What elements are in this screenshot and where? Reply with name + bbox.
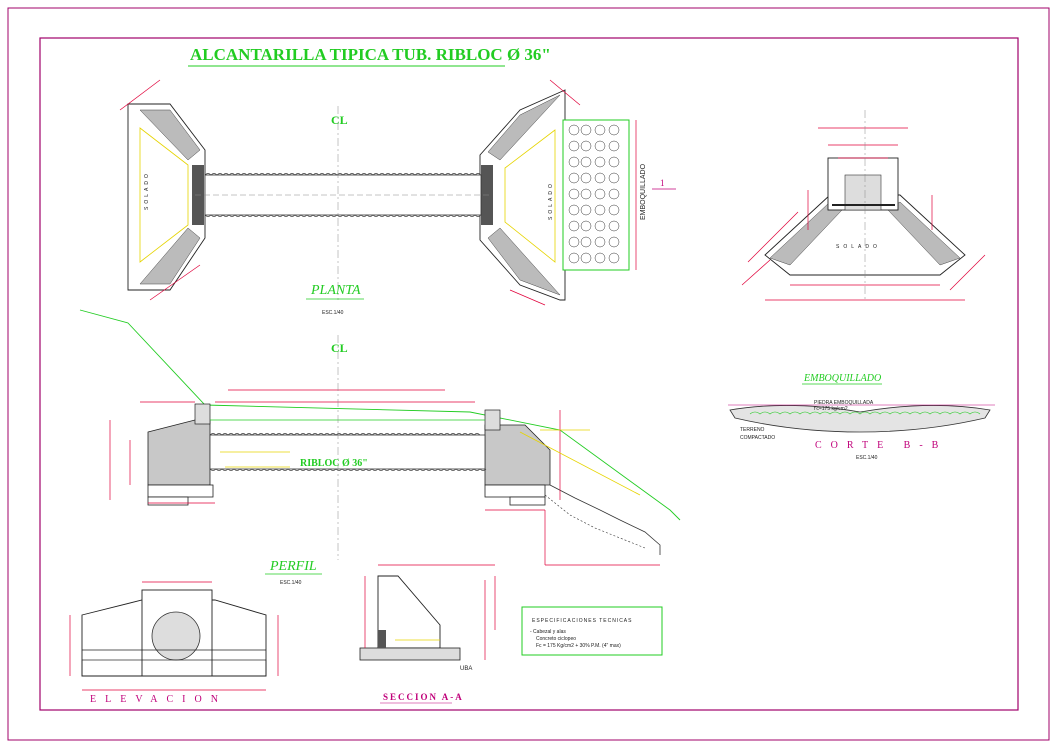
seccion-aa-wall xyxy=(377,575,441,649)
inner-border xyxy=(39,37,1019,711)
perfil-right-footing xyxy=(484,484,546,498)
perfil-scale: ESC.1/40 xyxy=(280,580,302,586)
perfil-pipe-corrugation xyxy=(209,433,481,436)
corte-bb-label: CORTE B-B xyxy=(815,440,947,451)
front-dimensions xyxy=(741,127,986,301)
perfil-left-footing xyxy=(147,484,214,498)
planta-right-solado xyxy=(504,129,556,263)
perfil-annotations xyxy=(220,429,641,496)
specs-heading: ESPECIFICACIONES TECNICAS xyxy=(532,618,632,624)
specs-line2: Concreto ciclopeo xyxy=(536,636,576,642)
perfil-terrain xyxy=(79,309,681,521)
planta-dimensions xyxy=(119,79,581,306)
planta-stone-pattern xyxy=(568,124,620,264)
planta-emboquillado-label: EMBOQUILLADO xyxy=(640,163,647,220)
emboquillado-piedra-label: PIEDRA EMBOQUILLADA xyxy=(814,400,874,406)
seccion-aa-label: SECCION A-A xyxy=(383,692,464,702)
perfil-left-wall xyxy=(147,419,211,486)
planta-scale: ESC.1/40 xyxy=(322,310,344,316)
outer-border xyxy=(7,7,1050,741)
perfil-ribloc-label: RIBLOC Ø 36" xyxy=(300,458,368,469)
perfil-view: RIBLOC Ø 36" CL PERFIL ESC.1/40 xyxy=(79,309,681,586)
planta-left-solado xyxy=(139,127,189,263)
elevacion-pipe xyxy=(151,611,201,661)
elevacion-dimensions xyxy=(69,581,279,691)
perfil-centerline: CL xyxy=(331,341,348,355)
specs-box: ESPECIFICACIONES TECNICAS - Cabezal y al… xyxy=(521,606,663,656)
seccion-aa-uba: UBA xyxy=(460,666,472,672)
planta-view: EMBOQUILLADO 1 SOLADO SOLADO CL PLANTA E… xyxy=(119,79,676,316)
perfil-dimensions xyxy=(109,389,660,566)
emboquillado-terreno-label: TERRENO xyxy=(740,427,765,433)
planta-left-solado-label: SOLADO xyxy=(144,171,150,210)
elevacion-label: ELEVACION xyxy=(90,694,227,705)
planta-pipe-corrugation-bottom xyxy=(204,214,482,217)
planta-right-solado-label: SOLADO xyxy=(548,181,554,220)
drawing-title: ALCANTARILLA TIPICA TUB. RIBLOC Ø 36" xyxy=(190,45,551,64)
perfil-right-wall xyxy=(484,424,551,486)
emboquillado-view: EMBOQUILLADO PIEDRA EMBOQUILLADA f'c=175… xyxy=(728,373,995,461)
emboquillado-label: EMBOQUILLADO xyxy=(803,373,881,384)
planta-left-wing-top xyxy=(139,109,201,161)
planta-pipe-corrugation-top xyxy=(204,173,482,176)
perfil-left-footing2 xyxy=(147,496,189,506)
emboquillado-stone-section xyxy=(729,405,991,433)
emboquillado-fc-label: f'c=175 kg/cm2 xyxy=(814,406,848,412)
specs-line3: Fc = 175 Kg/cm2 + 30% P.M. (4" max) xyxy=(536,643,621,649)
section-marker: 1 xyxy=(660,178,665,188)
seccion-aa-dimensions xyxy=(364,564,496,660)
perfil-label: PERFIL xyxy=(269,559,317,574)
planta-right-wing-bottom xyxy=(487,227,561,296)
planta-centerline: CL xyxy=(331,113,348,127)
front-solado-label: SOLADO xyxy=(836,244,881,250)
planta-left-wing-bottom xyxy=(139,227,201,285)
elevacion-view: ELEVACION xyxy=(69,581,279,705)
front-view: SOLADO xyxy=(741,110,986,301)
planta-label: PLANTA xyxy=(310,283,361,298)
planta-right-wing-top xyxy=(487,94,561,161)
specs-line1: - Cabezal y alas xyxy=(530,629,566,635)
perfil-riprap xyxy=(549,484,661,555)
seccion-aa-footing xyxy=(359,647,461,661)
seccion-aa-view: UBA SECCION A-A xyxy=(359,564,496,704)
corte-bb-scale: ESC.1/40 xyxy=(856,455,878,461)
emboquillado-compactado-label: COMPACTADO xyxy=(740,435,775,441)
